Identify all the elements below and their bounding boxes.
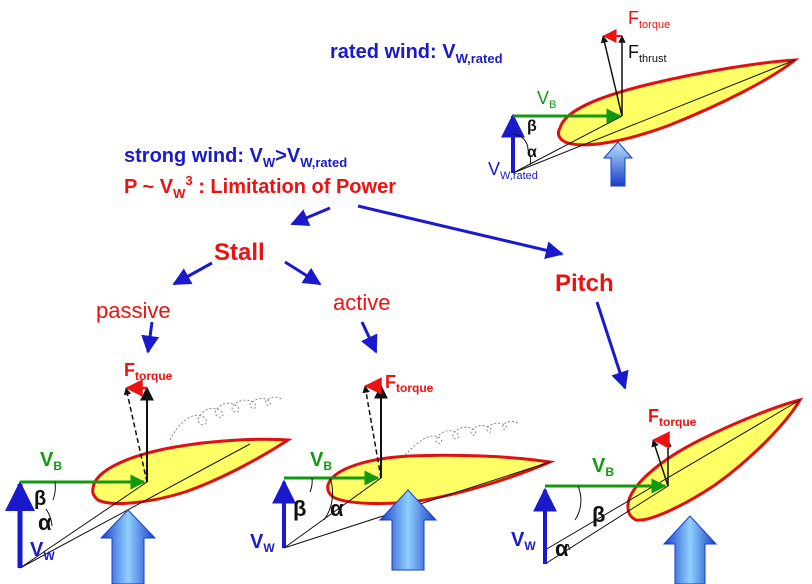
rated-fthrust-label: Fthrust — [628, 42, 667, 65]
flow-arrows — [141, 204, 629, 390]
passive-vb-label: VB — [40, 449, 62, 473]
rated-resultant-line — [512, 115, 623, 174]
active-beta-arc — [309, 477, 313, 493]
active-alpha-arc — [323, 477, 334, 521]
pitch-alpha-arc — [567, 543, 571, 551]
pitch-resultant-line — [544, 485, 669, 565]
rated-resultant-force-arrow — [600, 35, 623, 117]
pitch-diagram: Ftorque VB β α VW — [511, 397, 804, 584]
active-resultant-line — [283, 477, 382, 549]
passive-alpha-label: α — [38, 510, 52, 535]
rated-ftorque-label: Ftorque — [628, 8, 670, 31]
active-ftorque-label: Ftorque — [385, 372, 434, 395]
pitch-airfoil — [626, 397, 804, 522]
arrow-to-pitch — [357, 204, 564, 260]
active-separation-vortices — [404, 421, 520, 456]
pitch-beta-label: β — [592, 502, 605, 527]
passive-label: passive — [96, 298, 171, 323]
active-wind-arrow — [378, 489, 438, 571]
rated-beta-label: β — [527, 118, 537, 135]
rated-chord-line — [512, 59, 796, 174]
passive-stall-diagram: Ftorque VB β α VW — [4, 360, 293, 584]
active-vb-label: VB — [310, 449, 332, 473]
pitch-chord-line — [544, 399, 801, 551]
arrow-to-active — [284, 260, 322, 286]
pitch-vb-label: VB — [592, 455, 614, 479]
rated-alpha-label: α — [527, 144, 537, 161]
rated-wind-arrow — [602, 141, 634, 187]
active-airfoil — [326, 453, 556, 506]
pitch-wind-arrow — [662, 515, 718, 584]
arrow-active-down — [360, 321, 378, 354]
passive-resultant-force-arrow — [123, 387, 148, 483]
passive-ftorque-label: Ftorque — [124, 360, 173, 383]
rated-airfoil — [556, 58, 800, 147]
strong-wind-label: strong wind: VW>VW,rated — [124, 145, 347, 170]
active-beta-label: β — [293, 496, 306, 521]
pitch-label: Pitch — [555, 270, 614, 297]
rated-alpha-arc — [527, 149, 532, 166]
passive-airfoil — [91, 437, 293, 505]
rated-vw-label: VW,rated — [488, 159, 538, 182]
pitch-beta-arc — [574, 485, 582, 521]
arrow-pitch-down — [595, 301, 629, 390]
active-vw-label: VW — [250, 531, 275, 555]
rated-wind-diagram: rated wind: VW,rated Ftorque Fthrust VB … — [330, 8, 800, 187]
passive-beta-arc — [52, 481, 56, 501]
rated-wind-label: rated wind: VW,rated — [330, 41, 503, 66]
pitch-vw-label: VW — [511, 529, 536, 553]
passive-wind-arrow — [99, 509, 157, 584]
strong-wind-heading: strong wind: VW>VW,rated P ~ VW3 : Limit… — [124, 145, 396, 201]
passive-alpha-arc — [45, 508, 53, 527]
power-limitation-label: P ~ VW3 : Limitation of Power — [124, 173, 396, 201]
active-alpha-label: α — [330, 496, 344, 521]
arrow-to-stall — [290, 206, 331, 227]
rated-beta-arc — [512, 133, 529, 151]
active-stall-diagram: Ftorque VB β α VW — [250, 372, 556, 571]
passive-chord-line — [19, 443, 251, 569]
passive-vw-label: VW — [30, 539, 55, 563]
stall-label: Stall — [214, 239, 265, 266]
pitch-ftorque-label: Ftorque — [648, 406, 697, 429]
rated-vb-label: VB — [537, 88, 556, 111]
passive-resultant-line — [19, 481, 148, 569]
active-label: active — [333, 290, 390, 315]
passive-separation-vortices — [169, 396, 283, 441]
passive-beta-label: β — [34, 488, 46, 510]
arrow-passive-down — [141, 321, 160, 354]
pitch-alpha-label: α — [555, 536, 569, 561]
arrow-to-passive — [172, 261, 213, 286]
